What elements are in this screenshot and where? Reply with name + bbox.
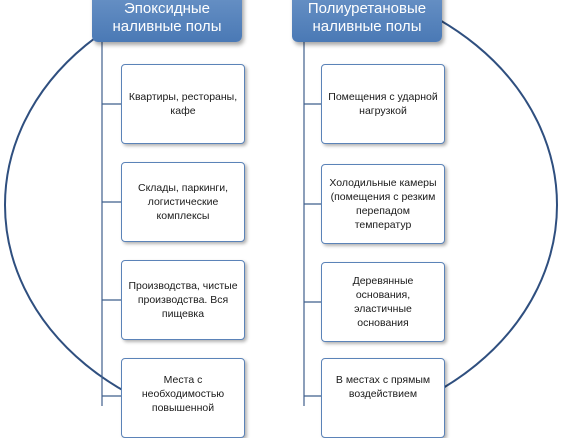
card-label: Склады, паркинги, логистические комплекс… xyxy=(137,182,228,222)
right-card-wooden-bases: Деревянные основания, эластичные основан… xyxy=(321,262,445,342)
left-card-warehouses: Склады, паркинги, логистические комплекс… xyxy=(121,162,245,242)
left-card-production: Производства, чистые производства. Вся п… xyxy=(121,260,245,340)
header-left-line2: наливные полы xyxy=(112,18,222,35)
left-card-special-places: Места с необходимостью повышенной xyxy=(121,358,245,438)
header-epoxy-floors: Эпоксидные наливные полы xyxy=(92,0,242,42)
card-label: Места с необходимостью повышенной xyxy=(141,374,225,414)
outer-circle xyxy=(4,0,558,406)
header-polyurethane-floors: Полиуретановые наливные полы xyxy=(292,0,442,42)
right-card-direct-exposure: В местах с прямым воздействием xyxy=(321,358,445,438)
card-label: Холодильные камеры (помещения с резким п… xyxy=(329,177,437,231)
card-label: Производства, чистые производства. Вся п… xyxy=(128,280,238,320)
left-card-apartments: Квартиры, рестораны, кафе xyxy=(121,64,245,144)
right-card-impact-rooms: Помещения с ударной нагрузкой xyxy=(321,64,445,144)
connectors-layer xyxy=(4,0,558,406)
card-label: Деревянные основания, эластичные основан… xyxy=(352,275,414,329)
right-card-cold-rooms: Холодильные камеры (помещения с резким п… xyxy=(321,164,445,244)
card-label: Квартиры, рестораны, кафе xyxy=(128,91,238,117)
card-label: Помещения с ударной нагрузкой xyxy=(328,91,438,117)
header-left-line1: Эпоксидные xyxy=(123,0,210,17)
floor-types-diagram: Эпоксидные наливные полы Полиуретановые … xyxy=(4,0,558,438)
header-right-line2: наливные полы xyxy=(312,18,422,35)
card-label: В местах с прямым воздействием xyxy=(335,374,431,400)
header-right-line1: Полиуретановые xyxy=(307,0,427,17)
